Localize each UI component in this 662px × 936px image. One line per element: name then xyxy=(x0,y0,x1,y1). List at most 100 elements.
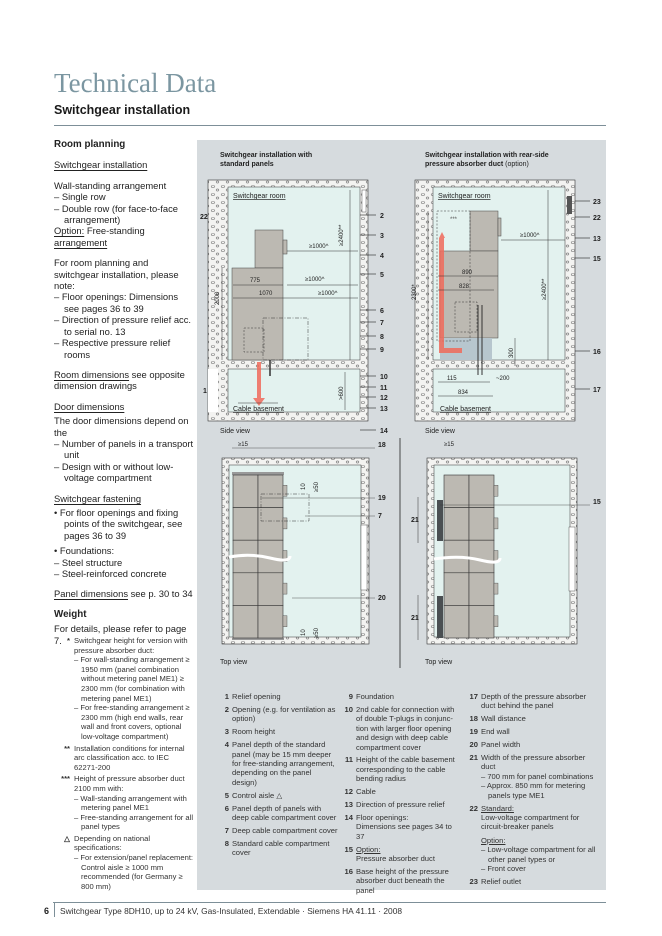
note-item: – Direction of pressure relief acc. to s… xyxy=(54,314,192,337)
panel xyxy=(468,572,495,606)
callout-22: 22 xyxy=(593,215,601,222)
legend-text: Relief outlet xyxy=(481,876,522,886)
footer-divider xyxy=(53,902,606,903)
panel xyxy=(257,605,284,639)
left-diagram-title: Switchgear installation with xyxy=(220,152,312,159)
legend-number: 3 xyxy=(224,727,229,737)
legend-text: Control aisle △ xyxy=(232,790,283,800)
switchgear-room-label: Switchgear room xyxy=(438,193,491,200)
callout-9: 9 xyxy=(380,347,384,354)
right-top-view: ≥15 15 21 21 Top view xyxy=(411,442,601,666)
legend-number: 2 xyxy=(224,704,229,714)
footnote-subitem: – For free-standing arrangement ≥ 2300 m… xyxy=(74,703,190,741)
panel-handle xyxy=(282,485,288,497)
panel-handle xyxy=(493,485,499,497)
fastening-heading: Switchgear fastening xyxy=(54,492,142,504)
dim-2400: ≥2400** xyxy=(542,278,548,300)
side-view-label: Side view xyxy=(220,428,251,435)
callout-3: 3 xyxy=(380,233,384,240)
legend-text: Depth of the pressure absorber duct behi… xyxy=(481,692,587,711)
fastening-item: • For floor openings and fixing points o… xyxy=(54,506,183,541)
panel xyxy=(443,605,470,639)
note-item: – Floor openings: Dimensions see pages 3… xyxy=(54,291,179,314)
callout-15: 15 xyxy=(593,256,601,263)
legend-number: 9 xyxy=(348,692,353,701)
legend-number: 15 xyxy=(344,844,353,854)
legend-number: 17 xyxy=(469,692,478,701)
panel xyxy=(232,605,259,639)
footnote-marker: ** xyxy=(64,743,70,753)
dim-15: ≥15 xyxy=(238,442,249,448)
legend-text: – Front cover xyxy=(481,864,526,873)
legend-text: Low-voltage compartment for circuit-brea… xyxy=(481,812,580,832)
dim-10: 10 xyxy=(301,483,307,490)
callout-11: 11 xyxy=(380,385,388,392)
panel xyxy=(443,507,470,541)
callout-5: 5 xyxy=(380,272,384,279)
callout-21: 21 xyxy=(411,517,419,524)
legend-text: – Approx. 850 mm for metering panels typ… xyxy=(481,781,586,800)
cable-basement-label: Cable basement xyxy=(233,406,284,413)
footnote-marker: * xyxy=(67,636,70,645)
legend-text: Standard cable compartment cover xyxy=(232,838,330,858)
legend-number: 16 xyxy=(344,867,353,876)
legend-text: Direction of pressure relief xyxy=(356,800,445,810)
dim-2300: 2300* xyxy=(412,284,418,300)
wall-standing-text: Wall-standing arrangement xyxy=(54,179,167,191)
callout-1: 1 xyxy=(203,388,207,395)
page-subtitle: Switchgear installation xyxy=(54,103,191,117)
legend-text: Wall distance xyxy=(481,714,526,724)
right-side-view: Switchgear room Cable basement Side view… xyxy=(412,179,601,435)
installation-diagrams: Switchgear installation with standard pa… xyxy=(200,152,601,668)
left-diagram-title: standard panels xyxy=(220,161,274,168)
legend-text: Floor openings: xyxy=(356,812,409,822)
callout-19: 19 xyxy=(378,495,386,502)
room-dimensions-text: see opposite dimension drawings xyxy=(54,368,185,392)
legend-number: 5 xyxy=(224,790,229,800)
legend-number: 19 xyxy=(469,727,478,737)
legend-text: Panel width xyxy=(481,740,521,750)
legend-text: Panel depth of panels with deep cable co… xyxy=(232,803,337,822)
legend-number: 8 xyxy=(224,838,229,848)
footnote-subitem: – Free-standing arrangement for all pane… xyxy=(74,812,194,832)
weight-heading: Weight xyxy=(54,608,87,620)
dim-2000: 2000 xyxy=(215,291,221,305)
callout-17: 17 xyxy=(593,387,601,394)
callout-15: 15 xyxy=(593,499,601,506)
legend-heading: Standard: xyxy=(481,803,514,813)
panel xyxy=(468,474,495,508)
legend-number: 23 xyxy=(469,876,478,886)
panel xyxy=(257,572,284,606)
panel xyxy=(232,474,259,508)
legend-number: 7 xyxy=(224,825,229,835)
legend-number: 6 xyxy=(224,803,229,813)
panel-dimensions-link: Panel dimensions xyxy=(54,588,129,600)
switchgear-room-label: Switchgear room xyxy=(233,193,286,200)
callout-6: 6 xyxy=(380,308,384,315)
room-planning-heading: Room planning xyxy=(54,139,126,150)
dim-1000: ≥1000^ xyxy=(309,244,329,250)
legend-text: – 700 mm for panel combinations xyxy=(481,771,594,781)
legend-text: Deep cable compartment cover xyxy=(232,825,338,835)
panel xyxy=(468,539,495,574)
legend-number: 11 xyxy=(344,755,353,765)
note-item: – Respective pressure relief rooms xyxy=(54,337,171,360)
panel-handle xyxy=(493,582,499,595)
panel xyxy=(468,605,495,639)
dim-1070: 1070 xyxy=(259,291,273,297)
dim-300: 300 xyxy=(509,347,515,358)
